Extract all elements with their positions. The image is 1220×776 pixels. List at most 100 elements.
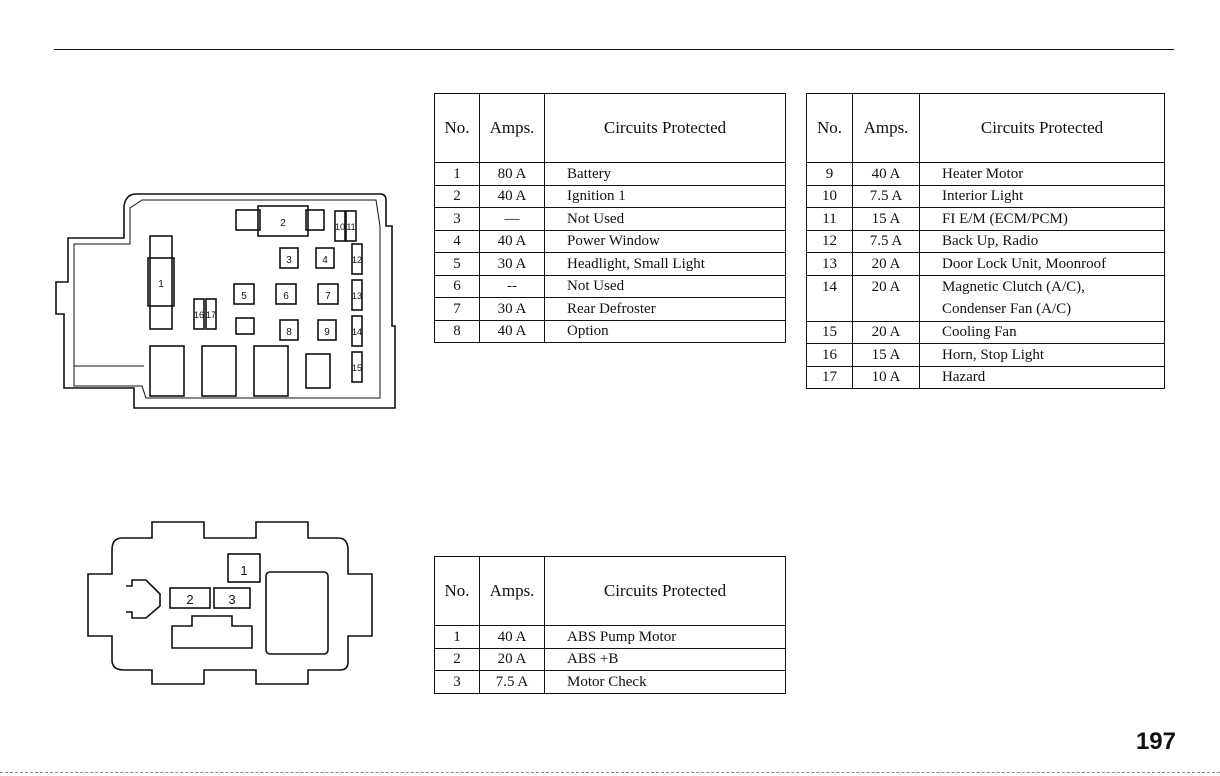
abs-fuse-label-2: 2 bbox=[186, 592, 193, 607]
fuse-label-2: 2 bbox=[280, 218, 286, 229]
cell-circuit: Hazard bbox=[919, 365, 1165, 389]
fuse-label-11: 11 bbox=[346, 222, 355, 232]
fuse-label-6: 6 bbox=[283, 291, 289, 302]
table-header-row: No. Amps. Circuits Protected bbox=[806, 93, 1165, 163]
cell-no: 1 bbox=[434, 625, 480, 649]
fuse-label-5: 5 bbox=[241, 291, 247, 302]
cell-no: 5 bbox=[434, 252, 480, 276]
cell-circuit: Ignition 1 bbox=[544, 184, 786, 208]
cell-amps: 20 A bbox=[479, 647, 545, 671]
fuse-label-9: 9 bbox=[324, 327, 330, 338]
cell-amps: 80 A bbox=[479, 162, 545, 186]
header-amps: Amps. bbox=[852, 93, 920, 163]
cell-circuit: Not Used bbox=[544, 274, 786, 298]
cell-circuit-line1: Magnetic Clutch (A/C), bbox=[942, 278, 1085, 295]
header-no: No. bbox=[434, 93, 480, 163]
cell-no: 13 bbox=[806, 252, 853, 276]
table-row: 6--Not Used bbox=[434, 274, 786, 298]
cell-no: 15 bbox=[806, 320, 853, 344]
cell-amps: -- bbox=[479, 274, 545, 298]
cell-circuit: Power Window bbox=[544, 229, 786, 253]
cell-circuit: Rear Defroster bbox=[544, 297, 786, 321]
cell-amps: 20 A bbox=[852, 274, 920, 322]
cell-circuit: ABS +B bbox=[544, 647, 786, 671]
abs-fuse-box-diagram: 1 2 3 bbox=[86, 516, 376, 691]
cell-amps: 30 A bbox=[479, 252, 545, 276]
cell-amps: 40 A bbox=[479, 319, 545, 343]
fuse-label-14: 14 bbox=[352, 327, 362, 337]
fuse-label-13: 13 bbox=[352, 291, 362, 301]
cell-circuit: Back Up, Radio bbox=[919, 229, 1165, 253]
cell-no: 3 bbox=[434, 670, 480, 694]
cell-circuit: Heater Motor bbox=[919, 162, 1165, 186]
cell-amps: 7.5 A bbox=[852, 184, 920, 208]
cell-amps: 30 A bbox=[479, 297, 545, 321]
cell-circuit: Interior Light bbox=[919, 184, 1165, 208]
cell-amps: 40 A bbox=[479, 625, 545, 649]
cell-amps: 20 A bbox=[852, 320, 920, 344]
cell-circuit: Not Used bbox=[544, 207, 786, 231]
header-circuits: Circuits Protected bbox=[544, 556, 786, 626]
abs-fuse-label-3: 3 bbox=[228, 592, 235, 607]
abs-fuse-box-svg: 1 2 3 bbox=[87, 521, 373, 685]
cell-no: 1 bbox=[434, 162, 480, 186]
cell-no: 14 bbox=[806, 274, 853, 322]
fuse-label-17: 17 bbox=[206, 310, 216, 320]
header-no: No. bbox=[806, 93, 853, 163]
cell-amps: 7.5 A bbox=[479, 670, 545, 694]
header-circuits: Circuits Protected bbox=[544, 93, 786, 163]
cell-circuit: Battery bbox=[544, 162, 786, 186]
header-amps: Amps. bbox=[479, 556, 545, 626]
table-header-row: No. Amps. Circuits Protected bbox=[434, 556, 786, 626]
table-header-row: No. Amps. Circuits Protected bbox=[434, 93, 786, 163]
cell-circuit: Magnetic Clutch (A/C), Condenser Fan (A/C… bbox=[919, 274, 1165, 322]
cell-no: 8 bbox=[434, 319, 480, 343]
cell-no: 2 bbox=[434, 647, 480, 671]
fuse-label-15: 15 bbox=[352, 363, 362, 373]
cell-no: 7 bbox=[434, 297, 480, 321]
cell-circuit-line2: Condenser Fan (A/C) bbox=[942, 300, 1072, 317]
cell-no: 17 bbox=[806, 365, 853, 389]
cell-no: 6 bbox=[434, 274, 480, 298]
fuse-label-10: 10 bbox=[335, 222, 345, 232]
page-number: 197 bbox=[1135, 728, 1176, 755]
header-circuits: Circuits Protected bbox=[919, 93, 1165, 163]
fuse-label-16: 16 bbox=[194, 310, 204, 320]
under-hood-fuse-box-diagram: 1 2 3 4 5 6 7 8 9 10 11 12 13 14 15 16 1… bbox=[54, 186, 399, 416]
cell-no: 11 bbox=[806, 207, 853, 231]
fuse-label-12: 12 bbox=[352, 255, 362, 265]
cell-circuit: ABS Pump Motor bbox=[544, 625, 786, 649]
cell-amps: 40 A bbox=[479, 229, 545, 253]
cell-amps: 15 A bbox=[852, 343, 920, 367]
top-rule bbox=[54, 49, 1174, 50]
cell-amps: 15 A bbox=[852, 207, 920, 231]
cell-amps: 40 A bbox=[479, 184, 545, 208]
cell-circuit: Option bbox=[544, 319, 786, 343]
cell-amps: 7.5 A bbox=[852, 229, 920, 253]
cell-circuit: Headlight, Small Light bbox=[544, 252, 786, 276]
fuse-label-8: 8 bbox=[286, 327, 292, 338]
cell-no: 12 bbox=[806, 229, 853, 253]
fuse-label-3: 3 bbox=[286, 255, 292, 266]
table-row: 3—Not Used bbox=[434, 207, 786, 231]
cell-no: 2 bbox=[434, 184, 480, 208]
fuse-label-7: 7 bbox=[325, 291, 331, 302]
header-no: No. bbox=[434, 556, 480, 626]
fuse-label-4: 4 bbox=[322, 255, 328, 266]
